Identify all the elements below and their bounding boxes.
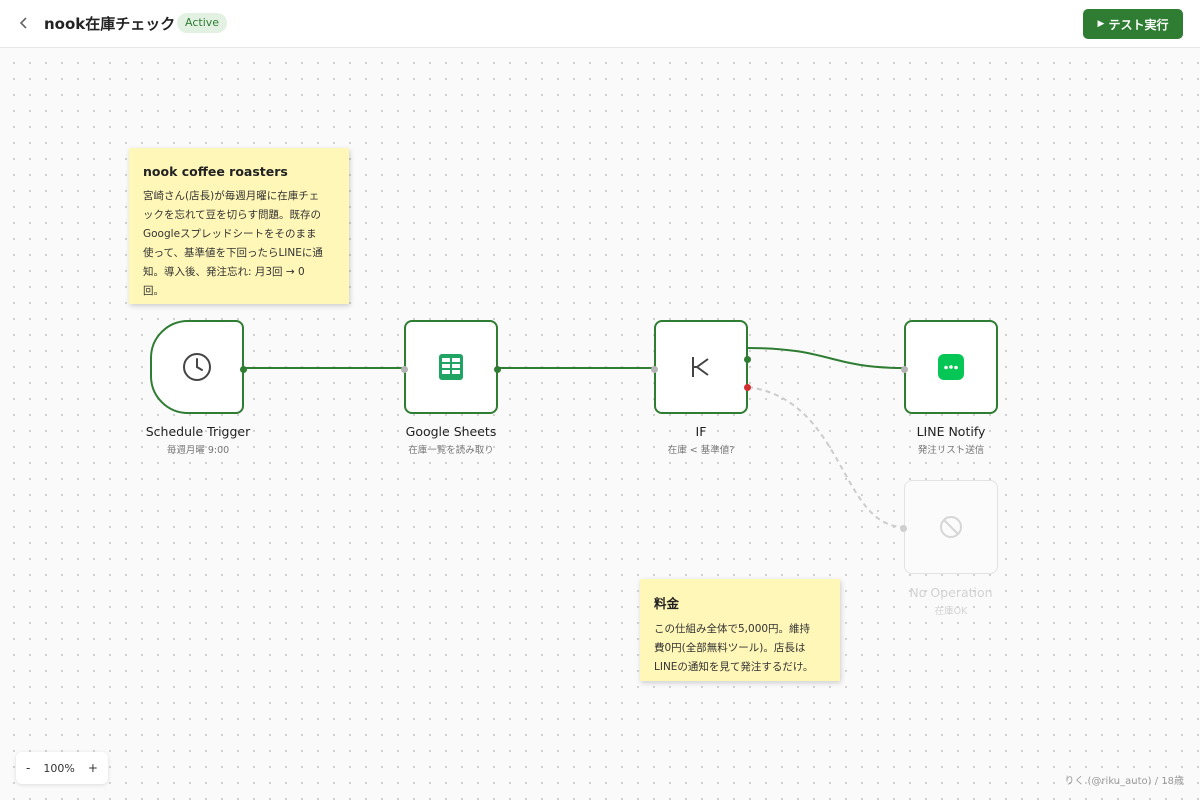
zoom-level: 100% <box>43 761 75 775</box>
node-no-operation[interactable] <box>900 480 998 574</box>
node-subtitle: 在庫 < 基準値? <box>667 445 735 456</box>
sticky-note-body: 宮崎さん(店長)が毎週月曜に在庫チェ ックを忘れて豆を切らす問題。既存の Goo… <box>143 190 323 297</box>
branch-icon <box>692 357 709 377</box>
sticky-note-title: 料金 <box>654 596 680 611</box>
node-label: No Operation <box>909 585 993 600</box>
node-if[interactable] <box>651 320 751 414</box>
workflow-title: nook在庫チェック <box>44 15 176 33</box>
author-credit: りく (@riku_auto) / 18歳 <box>1064 776 1184 787</box>
node-subtitle: 在庫OK <box>934 606 968 617</box>
clock-icon <box>183 353 211 381</box>
node-label: Schedule Trigger <box>145 424 251 439</box>
input-port[interactable] <box>651 366 658 373</box>
sheets-icon <box>439 354 463 380</box>
sticky-note-project[interactable]: nook coffee roasters 宮崎さん(店長)が毎週月曜に在庫チェ … <box>129 148 349 304</box>
play-icon: ▶ <box>1097 19 1105 29</box>
test-run-label: テスト実行 <box>1108 17 1169 32</box>
zoom-out-button[interactable]: - <box>26 761 31 775</box>
top-bar: nook在庫チェック Active ▶ テスト実行 <box>0 0 1200 48</box>
sticky-note-pricing[interactable]: 料金 この仕組み全体で5,000円。維持 費0円(全部無料ツール)。店長は LI… <box>640 579 840 681</box>
output-port[interactable] <box>494 366 501 373</box>
node-label: LINE Notify <box>916 424 986 439</box>
sticky-note-title: nook coffee roasters <box>143 164 288 179</box>
status-badge: Active <box>177 13 228 33</box>
zoom-in-button[interactable]: + <box>87 761 98 775</box>
node-schedule-trigger[interactable] <box>150 320 247 414</box>
true-output-port[interactable] <box>744 356 751 363</box>
output-port[interactable] <box>240 366 247 373</box>
line-icon <box>938 354 964 380</box>
node-line-notify[interactable] <box>901 320 998 414</box>
block-icon <box>940 516 962 538</box>
input-port[interactable] <box>900 525 907 532</box>
sticky-note-body: この仕組み全体で5,000円。維持 費0円(全部無料ツール)。店長は LINEの… <box>654 623 814 673</box>
input-port[interactable] <box>901 366 908 373</box>
node-google-sheets[interactable] <box>401 320 501 414</box>
input-port[interactable] <box>401 366 408 373</box>
test-run-button[interactable]: ▶ テスト実行 <box>1083 9 1183 39</box>
node-label: IF <box>695 424 707 439</box>
zoom-control: - 100% + <box>16 752 108 784</box>
node-subtitle: 在庫一覧を読み取り <box>408 445 494 456</box>
chevron-left-icon <box>19 17 27 29</box>
false-output-port[interactable] <box>744 384 751 391</box>
node-label: Google Sheets <box>405 424 497 439</box>
back-button[interactable] <box>14 12 34 34</box>
node-subtitle: 毎週月曜 9:00 <box>166 445 230 456</box>
node-subtitle: 発注リスト送信 <box>917 445 985 456</box>
